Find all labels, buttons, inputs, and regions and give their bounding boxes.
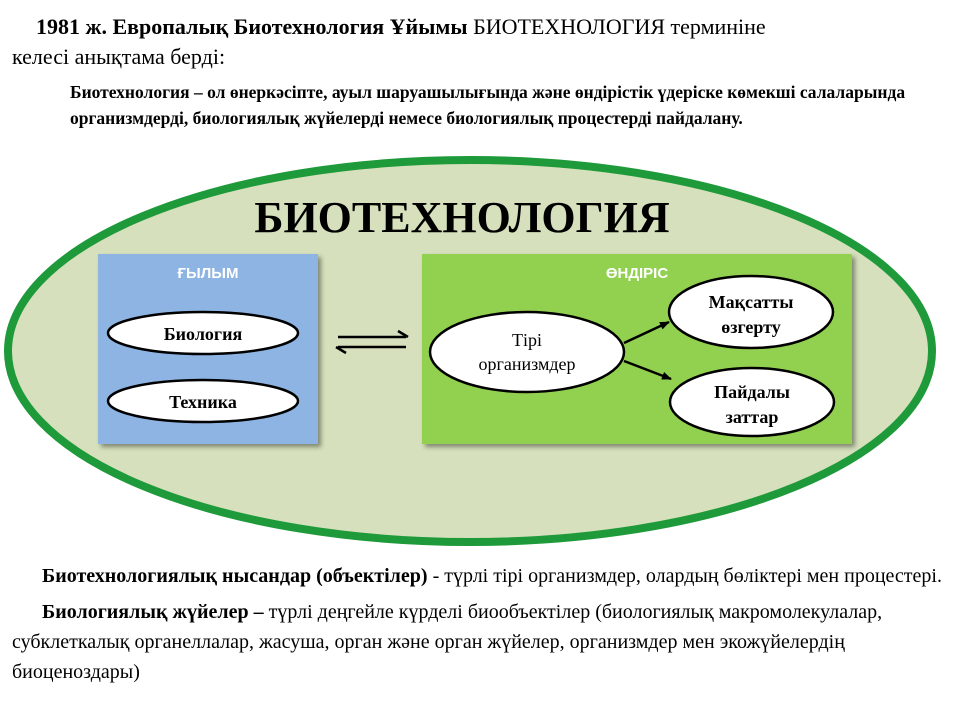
biology-node	[106, 310, 300, 356]
arrow-to-useful-substances	[623, 359, 672, 381]
useful-substances-node	[668, 366, 836, 438]
intro-lead-rest: БИОТЕХНОЛОГИЯ терминіне	[467, 14, 766, 39]
systems-term: Биологиялық жүйелер –	[42, 601, 264, 623]
exchange-arrows	[335, 329, 409, 355]
targeted-change-node	[667, 274, 835, 350]
living-organisms-label-2: организмдер	[478, 354, 575, 374]
bottom-definitions: Биотехнологиялық нысандар (объектілер) -…	[12, 561, 942, 687]
science-heading: ҒЫЛЫМ	[178, 265, 239, 282]
objects-def: - түрлі тірі организмдер, олардың бөлікт…	[427, 565, 942, 587]
useful-substances-label-2: заттар	[726, 407, 779, 427]
diagram-title: БИОТЕХНОЛОГИЯ	[254, 193, 669, 242]
targeted-change-label-1: Мақсатты	[709, 292, 794, 312]
biology-label: Биология	[164, 324, 243, 344]
living-organisms-node	[428, 310, 626, 394]
intro-text: 1981 ж. Европалық Биотехнология Ұйымы БИ…	[12, 12, 942, 72]
objects-definition: Биотехнологиялық нысандар (объектілер) -…	[12, 561, 942, 591]
technics-label: Техника	[169, 392, 237, 412]
intro-lead-bold: 1981 ж. Европалық Биотехнология Ұйымы	[36, 14, 468, 39]
biotechnology-definition: Биотехнология – ол өнеркәсіпте, ауыл шар…	[70, 82, 906, 128]
arrow-to-targeted-change	[623, 320, 670, 345]
targeted-change-label-2: өзгерту	[721, 317, 781, 337]
systems-def: түрлі деңгейле күрделі биообъектілер (би…	[12, 601, 883, 683]
objects-term: Биотехнологиялық нысандар (объектілер)	[42, 565, 428, 587]
production-heading: ӨНДІРІС	[606, 265, 669, 282]
useful-substances-label-1: Пайдалы	[714, 382, 790, 402]
technics-node	[106, 378, 300, 424]
systems-definition: Биологиялық жүйелер – түрлі деңгейле күр…	[12, 597, 942, 687]
intro-lead-line2: келесі анықтама берді:	[12, 44, 226, 69]
living-organisms-label-1: Тірі	[512, 330, 542, 350]
